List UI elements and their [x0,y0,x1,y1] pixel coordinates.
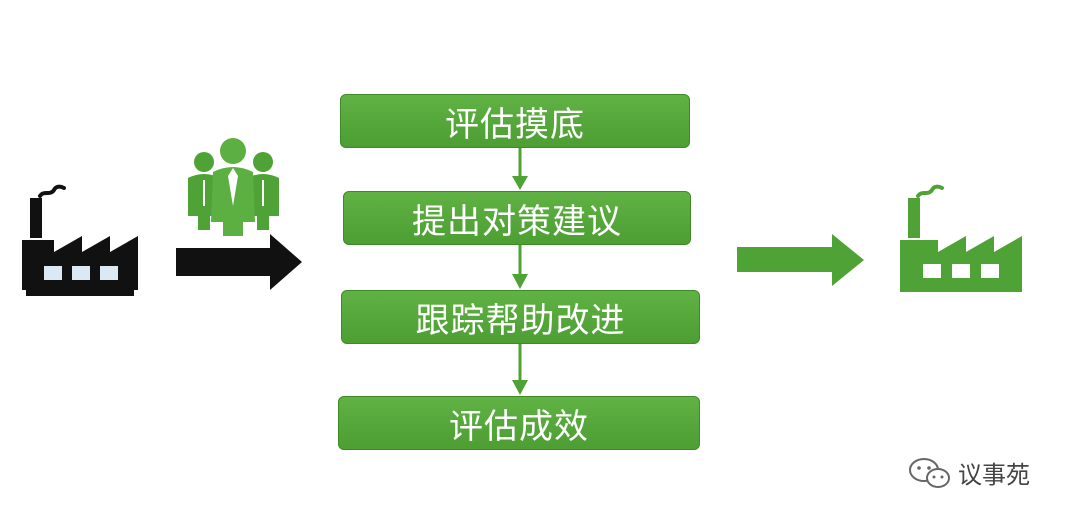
step-propose-recommendations: 提出对策建议 [343,191,691,245]
factory-icon-after [900,184,1022,292]
step-track-improvement: 跟踪帮助改进 [341,290,700,344]
consultant-team-icon [188,138,279,236]
step-label: 跟踪帮助改进 [415,300,626,341]
wechat-icon [909,457,950,488]
step-label: 评估摸底 [445,104,585,145]
flow-connectors [512,148,528,395]
watermark-text: 议事苑 [958,461,1030,489]
watermark: 议事苑 [908,455,1030,490]
step-evaluate-results: 评估成效 [338,396,700,450]
factory-icon-before [22,184,138,296]
green-arrow [737,234,864,286]
step-assess-baseline: 评估摸底 [340,94,690,148]
black-arrow [176,234,302,290]
step-label: 评估成效 [449,406,589,447]
step-label: 提出对策建议 [412,201,622,242]
